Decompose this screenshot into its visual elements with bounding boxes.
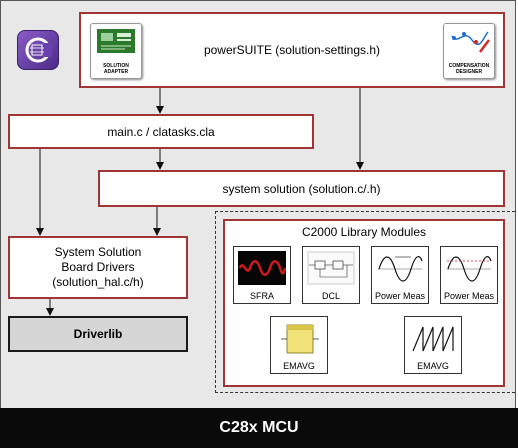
module-dcl-label: DCL	[321, 291, 340, 301]
dcl-block-diagram-icon	[307, 251, 355, 285]
system-solution-label: system solution (solution.c/.h)	[222, 181, 381, 196]
driverlib-box: Driverlib	[8, 316, 188, 352]
system-solution-box: system solution (solution.c/.h)	[98, 170, 505, 207]
module-emavg-2[interactable]: EMAVG	[404, 316, 462, 374]
main-file-label: main.c / clatasks.cla	[107, 124, 215, 139]
board-drivers-line2: Board Drivers	[61, 260, 135, 274]
solution-adapter-icon	[97, 29, 135, 53]
sine-rms-wave-icon	[447, 256, 492, 282]
driverlib-label: Driverlib	[73, 327, 123, 341]
sfra-plot-icon	[238, 251, 286, 285]
board-drivers-line3: (solution_hal.c/h)	[52, 275, 144, 289]
compensation-designer-icon	[451, 31, 490, 53]
chip-logo-icon	[25, 37, 52, 63]
module-power-meas-2[interactable]: Power Meas	[440, 246, 498, 304]
compensation-designer-caption: COMPENSATION DESIGNER	[448, 63, 490, 75]
powersuite-label: powerSUITE (solution-settings.h)	[203, 43, 381, 57]
mcu-label: C28x MCU	[219, 419, 299, 436]
emavg-block-icon	[281, 324, 319, 354]
module-sfra[interactable]: SFRA	[233, 246, 291, 304]
sawtooth-wave-icon	[412, 326, 454, 352]
c2000ware-logo	[17, 30, 59, 70]
module-emavg-1[interactable]: EMAVG	[270, 316, 328, 374]
compensation-designer-tile[interactable]: COMPENSATION DESIGNER	[443, 23, 495, 79]
mcu-bar: C28x MCU	[0, 408, 518, 448]
solution-adapter-caption: SOLUTION ADAPTER	[103, 63, 129, 75]
solution-adapter-tile[interactable]: SOLUTION ADAPTER	[90, 23, 142, 79]
module-dcl[interactable]: DCL	[302, 246, 360, 304]
module-emavg-1-label: EMAVG	[283, 361, 315, 371]
main-file-box: main.c / clatasks.cla	[8, 114, 314, 149]
module-power-meas-1-label: Power Meas	[374, 291, 426, 301]
sine-wave-icon	[378, 256, 423, 282]
module-power-meas-2-label: Power Meas	[443, 291, 495, 301]
library-dashed-region	[215, 211, 515, 393]
module-power-meas-1[interactable]: Power Meas	[371, 246, 429, 304]
powersuite-box: powerSUITE (solution-settings.h)	[79, 12, 505, 88]
board-drivers-box: System Solution Board Drivers (solution_…	[8, 236, 188, 299]
library-title: C2000 Library Modules	[301, 225, 427, 239]
module-sfra-label: SFRA	[249, 291, 274, 301]
module-emavg-2-label: EMAVG	[417, 361, 449, 371]
board-drivers-line1: System Solution	[54, 245, 142, 259]
